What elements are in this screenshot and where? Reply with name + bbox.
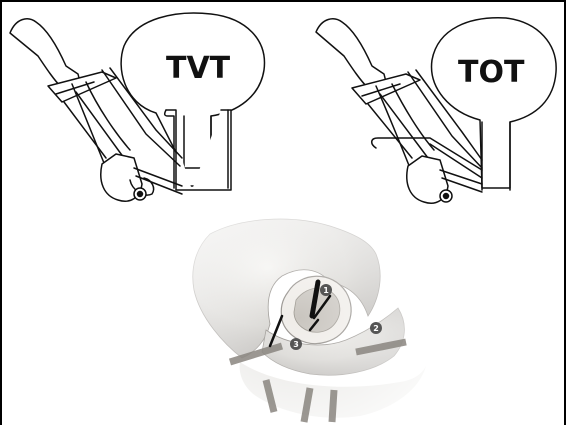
marker-2: 2 — [370, 322, 382, 334]
svg-text:2: 2 — [373, 324, 379, 333]
tvt-bladder — [121, 13, 264, 168]
tvt-diagram: TVT — [6, 8, 276, 218]
tvt-pubis — [10, 19, 80, 88]
marker-3: 3 — [290, 338, 302, 350]
marker-1: 1 — [320, 284, 332, 296]
tot-label: TOT — [458, 55, 525, 90]
tot-bladder — [432, 18, 557, 188]
pelvis-illustration: 1 2 3 — [170, 212, 430, 424]
svg-text:3: 3 — [293, 340, 299, 349]
svg-text:1: 1 — [323, 286, 329, 295]
tot-diagram: TOT — [310, 8, 560, 218]
tvt-label: TVT — [166, 51, 231, 86]
tot-pubis — [316, 19, 386, 88]
